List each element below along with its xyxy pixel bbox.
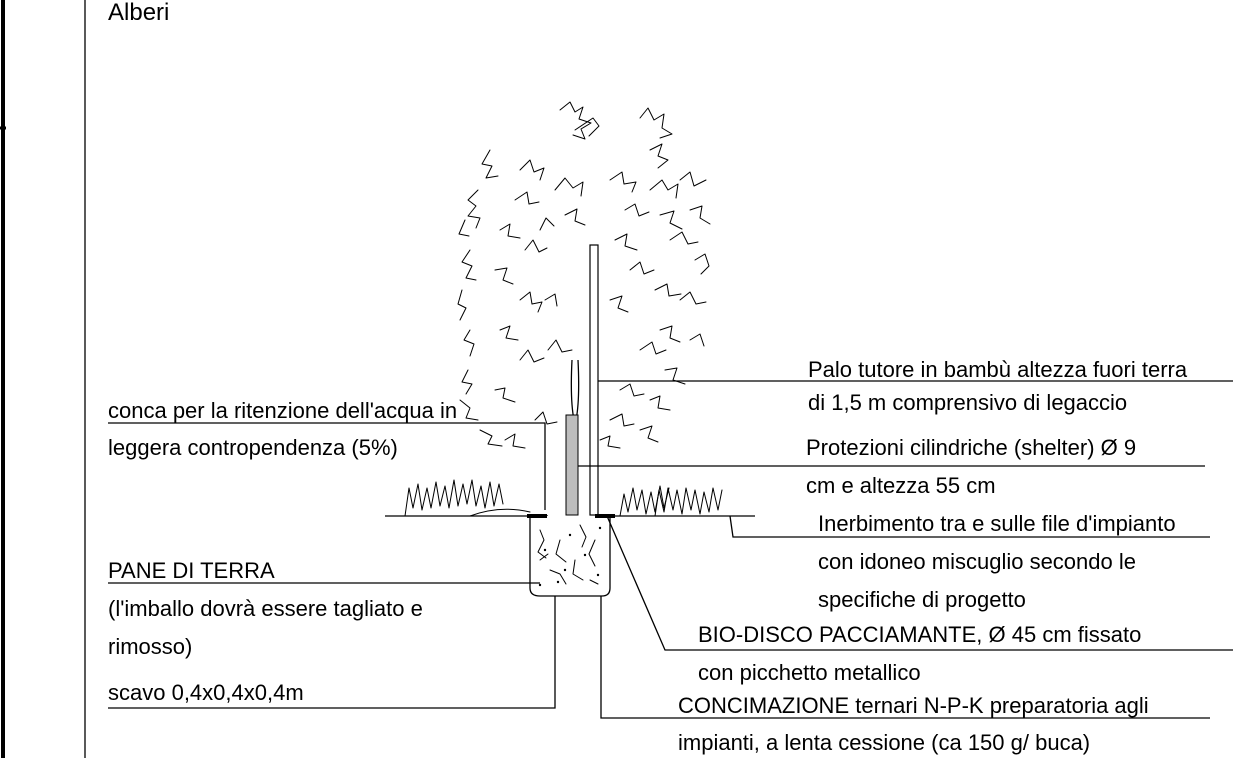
shelter-tube xyxy=(565,414,579,516)
leader-lines xyxy=(108,380,1233,719)
annotation-labels: Palo tutore in bambù altezza fuori terra… xyxy=(108,357,1188,755)
label-conca-2: leggera contropendenza (5%) xyxy=(108,435,398,460)
label-inerb-3: specifiche di progetto xyxy=(818,587,1026,612)
label-shelter-1: Protezioni cilindriche (shelter) Ø 9 xyxy=(806,435,1136,460)
label-palo-1: Palo tutore in bambù altezza fuori terra xyxy=(808,357,1188,382)
label-inerb-2: con idoneo miscuglio secondo le xyxy=(818,549,1136,574)
bamboo-stake xyxy=(589,244,599,516)
label-shelter-2: cm e altezza 55 cm xyxy=(806,473,996,498)
drawing-title: Alberi xyxy=(108,0,169,26)
tree-trunk xyxy=(570,359,580,421)
label-bio-1: BIO-DISCO PACCIAMANTE, Ø 45 cm fissato xyxy=(698,622,1141,647)
label-pane-3: rimosso) xyxy=(108,634,192,659)
label-bio-2: con picchetto metallico xyxy=(698,660,921,685)
label-scavo: scavo 0,4x0,4x0,4m xyxy=(108,680,304,705)
label-inerb-1: Inerbimento tra e sulle file d'impianto xyxy=(818,511,1176,536)
tree-canopy xyxy=(457,101,711,449)
label-conca-1: conca per la ritenzione dell'acqua in xyxy=(108,398,457,423)
planting-pit xyxy=(529,516,611,597)
label-pane-2: (l'imballo dovrà essere tagliato e xyxy=(108,596,423,621)
label-pane-1: PANE DI TERRA xyxy=(108,558,275,583)
grass-right xyxy=(619,485,723,517)
label-palo-2: di 1,5 m comprensivo di legaccio xyxy=(808,390,1127,415)
label-conc-1: CONCIMAZIONE ternari N-P-K preparatoria … xyxy=(678,693,1149,718)
grass-left xyxy=(404,479,531,517)
label-conc-2: impianti, a lenta cessione (ca 150 g/ bu… xyxy=(678,730,1090,755)
